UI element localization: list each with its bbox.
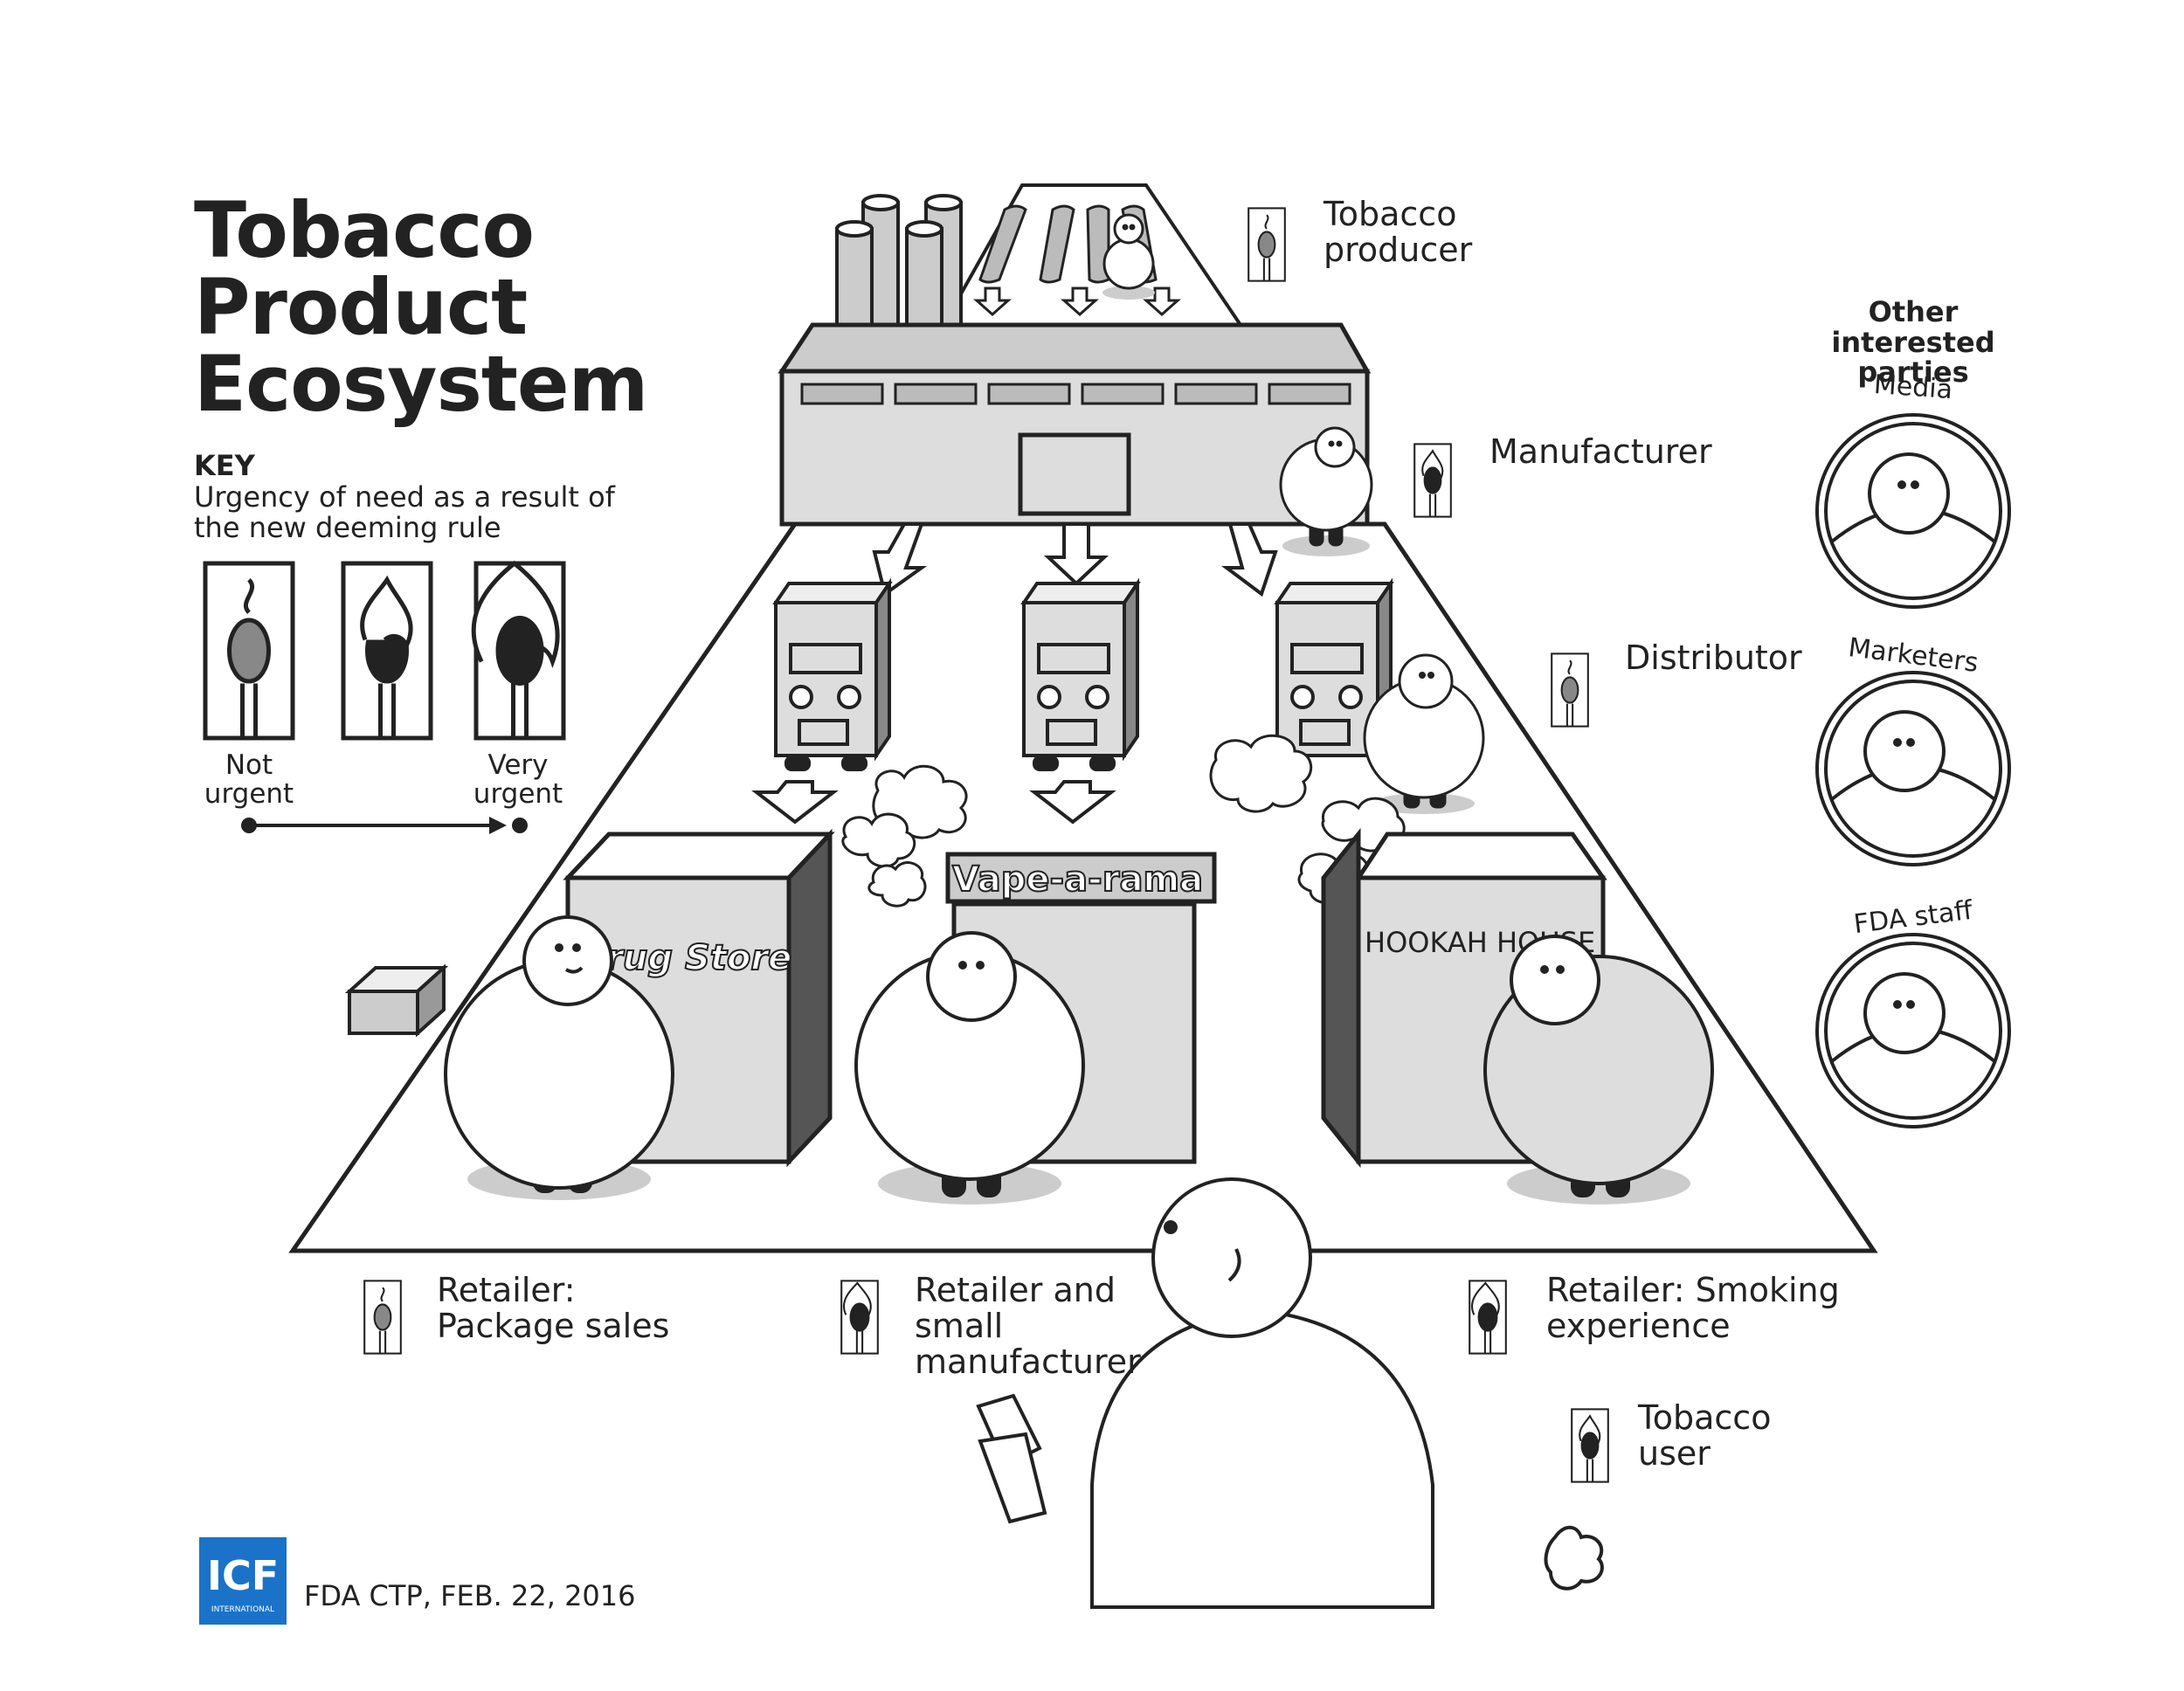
label-tobacco-user: Tobacco user — [1638, 1398, 1772, 1474]
producer-figure — [1102, 213, 1155, 300]
svg-text:INTERNATIONAL: INTERNATIONAL — [211, 1605, 274, 1614]
factory-building — [778, 322, 1372, 527]
producer-match-icon — [1248, 207, 1286, 282]
distributor-figure — [1363, 653, 1485, 814]
distributor-trucks — [772, 577, 1394, 771]
key-low-label: Not urgent — [204, 749, 294, 811]
fda-staff-portrait — [1815, 933, 2011, 1128]
label-retailer-smoking: Retailer: Smoking experience — [1546, 1271, 1840, 1346]
label-distributor: Distributor — [1625, 638, 1802, 677]
key-match-very-urgent-icon — [471, 560, 563, 738]
retailer-small-match-icon — [840, 1280, 879, 1355]
factory-output-arrows — [872, 522, 1278, 597]
key-match-not-urgent-icon — [205, 563, 293, 738]
key-match-moderate-icon — [343, 563, 431, 738]
vape-store-sign: Vape-a-rama — [952, 859, 1203, 900]
manufacturer-figure — [1279, 426, 1373, 556]
media-portrait — [1815, 413, 2011, 609]
svg-text:ICF: ICF — [207, 1552, 279, 1599]
label-retailer-package: Retailer: Package sales — [437, 1271, 670, 1346]
urgency-scale — [241, 817, 528, 834]
retailer-package-match-icon — [363, 1280, 402, 1355]
label-tobacco-producer: Tobacco producer — [1324, 195, 1473, 270]
tobacco-user-match-icon — [1571, 1408, 1609, 1483]
tobacco-user-figure — [976, 1177, 1604, 1609]
retailer-package-figure — [344, 915, 674, 1200]
retailer-small-figure — [854, 931, 1085, 1204]
key-heading: KEY — [194, 449, 255, 482]
retailer-smoking-figure — [1483, 935, 1714, 1204]
field-down-arrows — [973, 286, 1181, 317]
retailer-smoking-match-icon — [1469, 1280, 1507, 1355]
label-retailer-small: Retailer and small manufacturer — [915, 1271, 1141, 1382]
page-title: Tobacco Product Ecosystem — [194, 185, 648, 429]
other-parties-heading: Other interested parties — [1831, 295, 1995, 390]
key-high-label: Very urgent — [473, 749, 563, 811]
marketers-portrait — [1815, 671, 2011, 866]
truck-store-arrows — [751, 780, 1116, 825]
source-credit: FDA CTP, FEB. 22, 2016 — [304, 1579, 636, 1612]
key-description: Urgency of need as a result of the new d… — [194, 480, 615, 544]
distributor-match-icon — [1551, 652, 1589, 728]
label-manufacturer: Manufacturer — [1489, 432, 1712, 471]
icf-logo: ICF INTERNATIONAL — [199, 1537, 287, 1625]
manufacturer-match-icon — [1413, 443, 1452, 518]
